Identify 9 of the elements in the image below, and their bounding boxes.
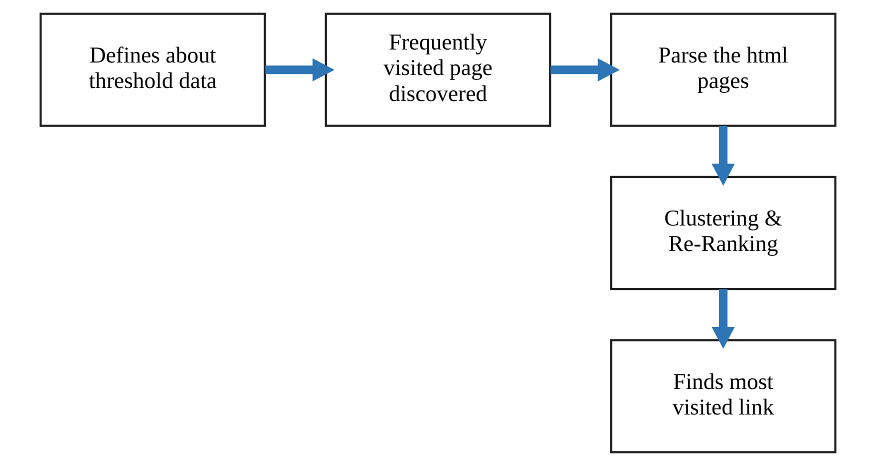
- arrow: [550, 58, 620, 82]
- node-box: Defines about threshold data: [39, 12, 266, 127]
- node-box: Frequently visited page discovered: [324, 12, 551, 127]
- node-box: Finds most visited link: [610, 339, 836, 454]
- node-box: Clustering & Re-Ranking: [610, 176, 836, 290]
- arrow: [264, 58, 334, 82]
- arrow: [711, 289, 734, 349]
- arrow: [711, 126, 734, 186]
- node-box: Parse the html pages: [610, 12, 836, 127]
